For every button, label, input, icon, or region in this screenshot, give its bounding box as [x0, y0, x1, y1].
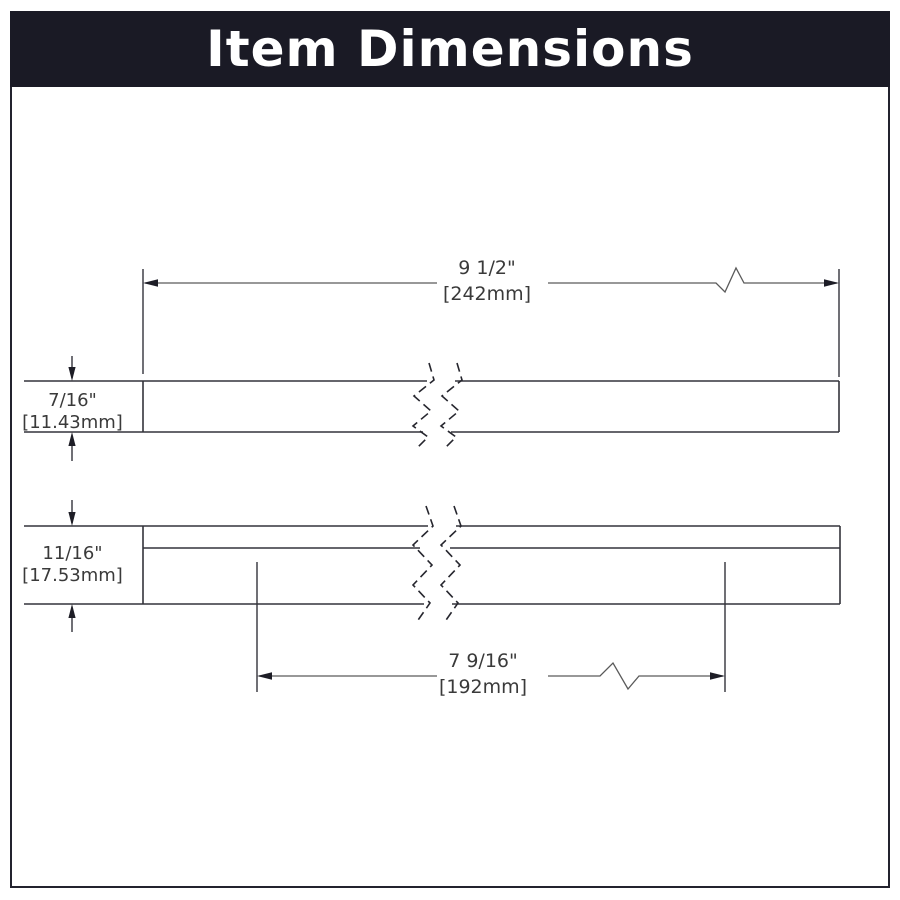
dimension-label-overall-height: 11/16" [17.53mm] [0, 543, 145, 587]
dimension-metric-value: [11.43mm] [22, 412, 123, 433]
bar-thickness-dimension [24, 356, 143, 461]
mounting-center-lines [256, 562, 726, 692]
front-view-bar-outline [142, 380, 840, 433]
dimension-imperial-value: 9 1/2" [458, 257, 516, 279]
dimension-imperial-value: 7/16" [48, 390, 97, 411]
dimension-label-bar-thickness: 7/16" [11.43mm] [0, 390, 145, 434]
dimension-imperial-value: 7 9/16" [448, 650, 518, 672]
arrowheads [143, 279, 839, 287]
arrowheads [257, 672, 725, 680]
arrowheads [68, 367, 76, 446]
dimension-metric-value: [242mm] [442, 283, 532, 305]
front-view-break-lines [411, 362, 463, 450]
dimension-label-overall-length: 9 1/2" [242mm] [357, 255, 617, 307]
header-bar: Item Dimensions [10, 11, 890, 87]
drawing-canvas-border [10, 87, 890, 888]
dimension-label-center-to-center: 7 9/16" [192mm] [353, 648, 613, 700]
side-view-break-lines [411, 505, 462, 624]
arrowheads [68, 512, 76, 618]
page-title: Item Dimensions [206, 20, 694, 78]
overall-length-dimension [142, 266, 840, 377]
center-to-center-dimension [257, 661, 725, 691]
overall-height-dimension [24, 500, 143, 632]
dimension-imperial-value: 11/16" [42, 543, 103, 564]
dimension-metric-value: [17.53mm] [22, 565, 123, 586]
side-view-bar-outline [142, 525, 841, 605]
dimension-metric-value: [192mm] [438, 676, 528, 698]
